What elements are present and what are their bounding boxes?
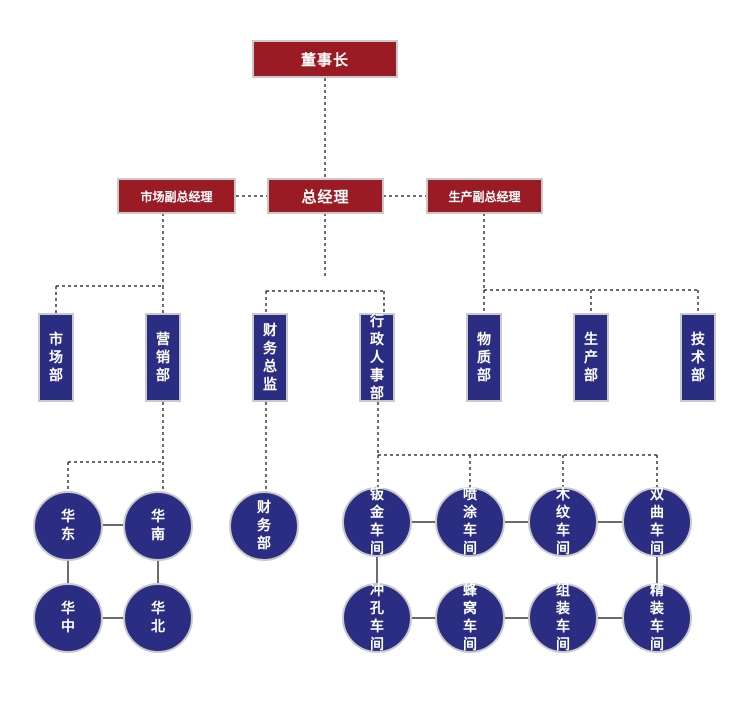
workshop-assembly-label: 组装车间	[555, 583, 570, 653]
workshop-spray-label: 喷涂车间	[462, 487, 477, 557]
region-east-label: 华东	[60, 509, 75, 543]
dept-technology: 技术部	[680, 313, 716, 402]
production-vp-box: 生产副总经理	[426, 178, 543, 214]
chairman-label: 董事长	[300, 50, 349, 69]
dept-materials: 物质部	[466, 313, 502, 402]
workshop-honeycomb: 蜂窝车间	[435, 583, 505, 653]
marketing-vp-box: 市场副总经理	[117, 178, 236, 214]
dept-sales: 营销部	[145, 313, 181, 402]
workshop-spray: 喷涂车间	[435, 487, 505, 557]
dept-market-label: 市场部	[48, 331, 63, 384]
region-east: 华东	[33, 491, 103, 561]
workshop-sheet-metal-label: 钣金车间	[369, 487, 384, 557]
workshop-punching-label: 冲孔车间	[369, 583, 384, 653]
dept-finance-director-label: 财务总监	[262, 322, 277, 393]
workshop-double-curve-label: 双曲车间	[649, 487, 664, 557]
region-north: 华北	[123, 583, 193, 653]
region-central: 华中	[33, 583, 103, 653]
region-north-label: 华北	[150, 601, 165, 635]
dept-finance-director: 财务总监	[252, 313, 288, 402]
production-vp-label: 生产副总经理	[448, 189, 521, 204]
finance-dept: 财务部	[229, 491, 299, 561]
marketing-vp-label: 市场副总经理	[140, 189, 213, 204]
workshop-punching: 冲孔车间	[342, 583, 412, 653]
dept-admin-hr-label: 行政人事部	[369, 313, 384, 402]
dept-market: 市场部	[38, 313, 74, 402]
region-central-label: 华中	[60, 601, 75, 635]
workshop-wood-grain: 木纹车间	[528, 487, 598, 557]
region-south: 华南	[123, 491, 193, 561]
workshop-sheet-metal: 钣金车间	[342, 487, 412, 557]
dept-materials-label: 物质部	[476, 331, 491, 384]
workshop-finishing: 精装车间	[622, 583, 692, 653]
finance-dept-label: 财务部	[256, 500, 271, 552]
dept-production: 生产部	[573, 313, 609, 402]
workshop-assembly: 组装车间	[528, 583, 598, 653]
workshop-finishing-label: 精装车间	[649, 583, 664, 653]
workshop-double-curve: 双曲车间	[622, 487, 692, 557]
general-manager-box: 总经理	[267, 178, 384, 214]
dept-sales-label: 营销部	[155, 331, 170, 384]
workshop-honeycomb-label: 蜂窝车间	[462, 583, 477, 653]
dept-admin-hr: 行政人事部	[359, 313, 395, 402]
workshop-wood-grain-label: 木纹车间	[555, 487, 570, 557]
dept-technology-label: 技术部	[690, 331, 705, 384]
chairman-box: 董事长	[252, 40, 398, 78]
region-south-label: 华南	[150, 509, 165, 543]
dept-production-label: 生产部	[583, 331, 598, 384]
general-manager-label: 总经理	[301, 187, 350, 206]
